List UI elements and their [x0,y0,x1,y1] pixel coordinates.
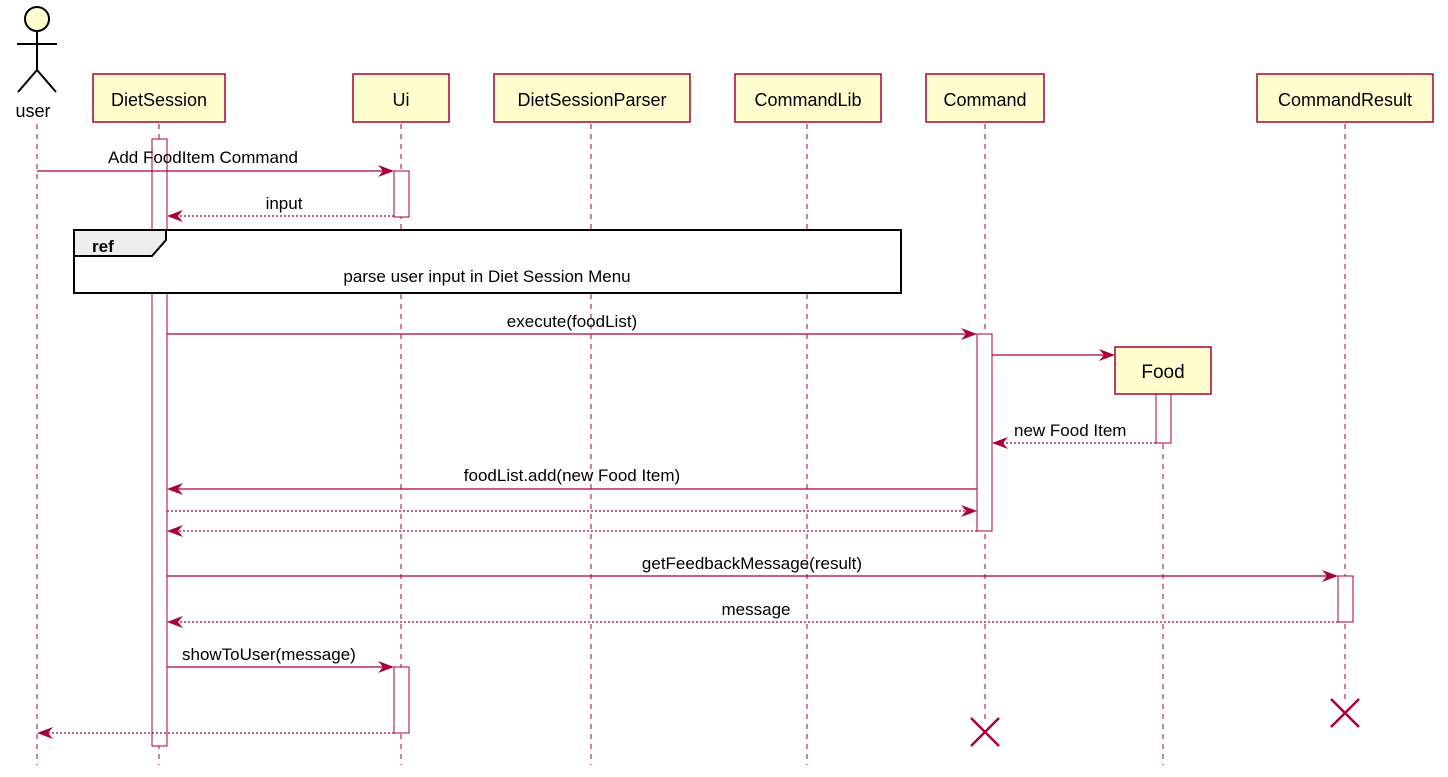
participant-label: Ui [393,90,410,110]
actor-user: user [15,6,57,121]
message-label: Add FoodItem Command [108,148,298,167]
participant-commandlib: CommandLib [734,73,882,123]
participant-label: CommandResult [1278,90,1412,110]
message-foodlist-add: foodList.add(new Food Item) [167,466,977,495]
message-label: new Food Item [1014,421,1126,440]
activation-ui-2 [393,666,410,734]
message-label: input [266,194,303,213]
message-add-fooditem: Add FoodItem Command [37,148,394,177]
destroy-commandresult-icon [1330,698,1360,728]
message-label: message [722,600,791,619]
activation-ui-1 [393,170,410,218]
participant-label: DietSessionParser [517,90,666,110]
message-label: execute(foodList) [507,312,637,331]
participant-parser: DietSessionParser [493,73,691,123]
ref-fragment: ref parse user input in Diet Session Men… [73,229,902,294]
lifelines [36,124,1346,765]
message-new-food-return: new Food Item [992,421,1156,449]
participant-label: Command [943,90,1026,110]
message-input-return: input [167,194,394,222]
participant-label: CommandLib [754,90,861,110]
message-label: getFeedbackMessage(result) [642,554,862,573]
activation-food [1155,393,1172,444]
actor-label: user [15,101,50,121]
destroy-command-icon [970,717,1000,747]
participant-dietsession: DietSession [92,73,226,123]
message-label: foodList.add(new Food Item) [464,466,680,485]
stick-figure-icon [17,6,57,93]
message-feedback-return: message [167,600,1338,628]
message-execute: execute(foodList) [167,312,977,340]
message-getfeedback: getFeedbackMessage(result) [167,554,1338,582]
participant-food: Food [1114,346,1212,395]
message-label: showToUser(message) [182,645,356,664]
activation-commandresult [1337,575,1354,623]
participant-label: Food [1141,362,1184,383]
participant-command: Command [925,73,1045,123]
ref-tag: ref [92,237,114,256]
participant-commandresult: CommandResult [1256,73,1434,123]
ref-text: parse user input in Diet Session Menu [343,267,630,286]
message-showtouser: showToUser(message) [167,645,394,673]
activation-command [976,333,993,532]
participant-ui: Ui [352,73,450,123]
participant-label: DietSession [111,90,207,110]
